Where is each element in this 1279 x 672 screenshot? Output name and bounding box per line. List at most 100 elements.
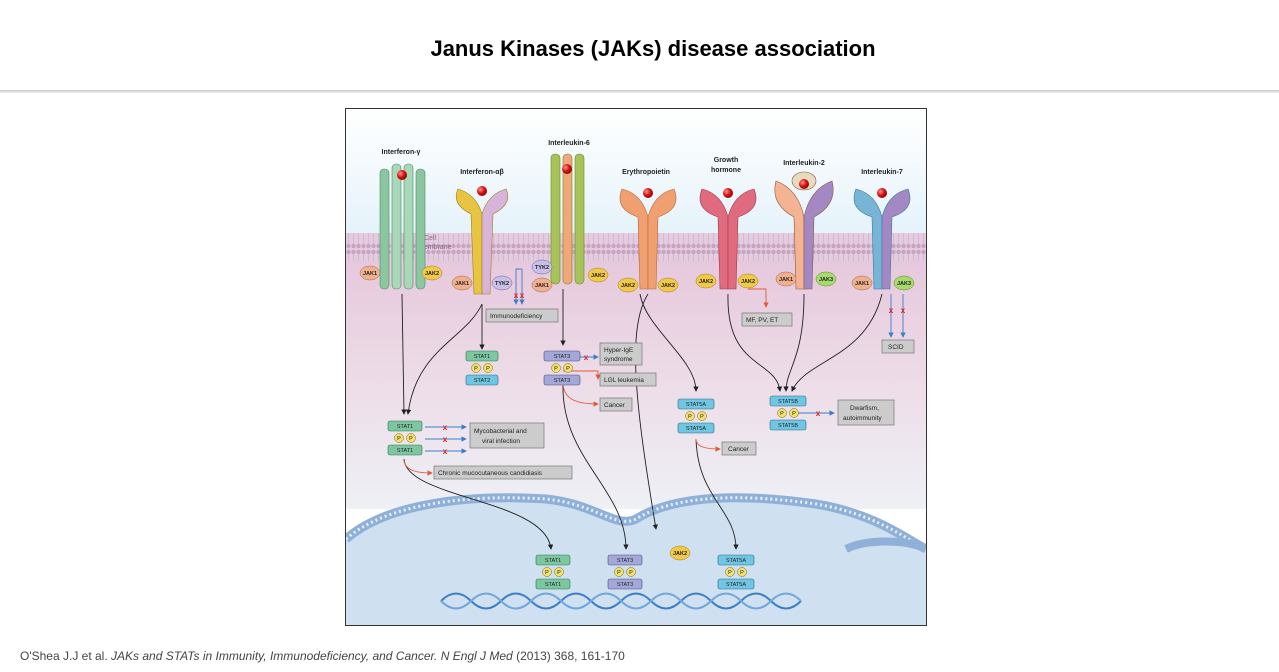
jak1-ifng: JAK1	[359, 265, 381, 281]
ligand-label-il7: Interleukin-7	[861, 169, 903, 176]
receptor-gh	[699, 188, 757, 290]
citation: O'Shea J.J et al. JAKs and STATs in Immu…	[20, 649, 625, 663]
jak2-ifng: JAK2	[421, 265, 443, 281]
svg-text:STAT5A: STAT5A	[686, 426, 706, 432]
jak-stat-pathway-figure: Cell membrane Interferon-γ Interferon-αβ…	[345, 108, 927, 626]
receptor-il6	[550, 153, 585, 285]
jak2-nuclear: JAK2	[669, 545, 691, 561]
tyk2-il6: TYK2	[531, 259, 553, 275]
jak1-il7: JAK1	[851, 275, 873, 291]
svg-text:JAK2: JAK2	[425, 271, 439, 277]
pathway-diagram: Cell membrane Interferon-γ Interferon-αβ…	[346, 109, 926, 625]
ligand-label-gh-1: Growth	[714, 157, 739, 164]
svg-text:x: x	[520, 291, 525, 300]
svg-text:x: x	[514, 291, 519, 300]
svg-text:x: x	[443, 423, 448, 432]
svg-text:P: P	[688, 414, 692, 420]
svg-text:x: x	[584, 353, 589, 362]
ligand-label-il2: Interleukin-2	[783, 160, 825, 167]
svg-text:P: P	[409, 436, 413, 442]
disease-scid: SCID	[881, 339, 915, 354]
disease-candidiasis: Chronic mucocutaneous candidiasis	[433, 465, 573, 480]
svg-text:P: P	[780, 411, 784, 417]
svg-text:x: x	[889, 306, 894, 315]
svg-text:JAK1: JAK1	[535, 283, 549, 289]
jak2-il6: JAK2	[587, 267, 609, 283]
disease-arrows	[403, 288, 769, 476]
receptor-il7	[853, 188, 911, 290]
svg-text:x: x	[816, 409, 821, 418]
stat5b-dimer: STAT5B P P STAT5B	[769, 395, 807, 431]
svg-text:JAK2: JAK2	[591, 273, 605, 279]
svg-text:JAK3: JAK3	[897, 281, 911, 287]
citation-details: (2013) 368, 161-170	[512, 649, 625, 663]
svg-text:STAT5A: STAT5A	[726, 582, 746, 588]
svg-text:P: P	[397, 436, 401, 442]
svg-text:Dwarfism,: Dwarfism,	[850, 405, 879, 412]
svg-text:x: x	[901, 306, 906, 315]
jak1-ifnab: JAK1	[451, 275, 473, 291]
disease-hyper-ige: Hyper-IgE syndrome	[599, 342, 643, 366]
svg-text:P: P	[474, 366, 478, 372]
extracellular-space	[346, 109, 926, 239]
svg-text:JAK2: JAK2	[661, 283, 675, 289]
svg-text:x: x	[443, 435, 448, 444]
disease-mf-pv-et: MF, PV, ET	[741, 312, 793, 327]
ligand-label-gh-2: hormone	[711, 167, 741, 174]
svg-text:STAT1: STAT1	[397, 448, 413, 454]
svg-text:P: P	[566, 366, 570, 372]
svg-text:STAT5A: STAT5A	[726, 558, 746, 564]
stat1-stat2-dimer: STAT1 P P STAT2	[465, 350, 499, 386]
disease-cancer-stat3: Cancer	[599, 397, 633, 412]
svg-text:viral infection: viral infection	[482, 438, 520, 445]
svg-text:P: P	[700, 414, 704, 420]
svg-text:JAK1: JAK1	[455, 281, 469, 287]
svg-text:JAK2: JAK2	[699, 279, 713, 285]
svg-text:P: P	[486, 366, 490, 372]
svg-text:Immunodeficiency: Immunodeficiency	[490, 313, 543, 320]
svg-text:STAT5B: STAT5B	[778, 399, 798, 405]
dna-helix	[440, 592, 802, 610]
cell-membrane	[346, 233, 926, 261]
svg-text:JAK2: JAK2	[741, 279, 755, 285]
disease-dwarfism: Dwarfism, autoimmunity	[837, 399, 895, 426]
ligand-label-ifnab: Interferon-αβ	[460, 169, 504, 176]
svg-text:STAT2: STAT2	[474, 378, 490, 384]
ligand-label-ifng: Interferon-γ	[382, 149, 421, 156]
jak3-il7: JAK3	[893, 275, 915, 291]
svg-text:autoimmunity: autoimmunity	[843, 415, 882, 422]
svg-text:STAT1: STAT1	[397, 424, 413, 430]
svg-text:Hyper-IgE: Hyper-IgE	[604, 347, 634, 354]
svg-text:syndrome: syndrome	[604, 356, 633, 363]
membrane-label-1: Cell	[424, 235, 437, 242]
receptor-ifng	[379, 163, 426, 290]
jak2-epo-b: JAK2	[657, 277, 679, 293]
header-divider	[0, 90, 1279, 93]
receptor-ifnab	[455, 186, 509, 295]
svg-text:MF, PV, ET: MF, PV, ET	[746, 317, 778, 324]
svg-text:P: P	[792, 411, 796, 417]
citation-authors: O'Shea J.J et al.	[20, 649, 112, 663]
svg-text:STAT1: STAT1	[545, 582, 561, 588]
jak2-epo-a: JAK2	[617, 277, 639, 293]
svg-text:P: P	[617, 570, 621, 576]
svg-text:Cancer: Cancer	[728, 446, 750, 453]
svg-text:STAT3: STAT3	[617, 558, 633, 564]
svg-text:x: x	[443, 447, 448, 456]
svg-text:LGL leukemia: LGL leukemia	[604, 377, 644, 384]
disease-mycobacterial: Mycobacterial and viral infection	[469, 422, 545, 449]
disease-lgl-leukemia: LGL leukemia	[599, 372, 657, 387]
svg-text:SCID: SCID	[888, 344, 904, 351]
svg-text:STAT5B: STAT5B	[778, 423, 798, 429]
svg-text:STAT1: STAT1	[545, 558, 561, 564]
svg-text:STAT1: STAT1	[474, 354, 490, 360]
svg-text:JAK1: JAK1	[779, 277, 793, 283]
svg-text:Chronic mucocutaneous candidia: Chronic mucocutaneous candidiasis	[438, 470, 543, 477]
svg-text:P: P	[554, 366, 558, 372]
svg-text:STAT3: STAT3	[554, 378, 570, 384]
